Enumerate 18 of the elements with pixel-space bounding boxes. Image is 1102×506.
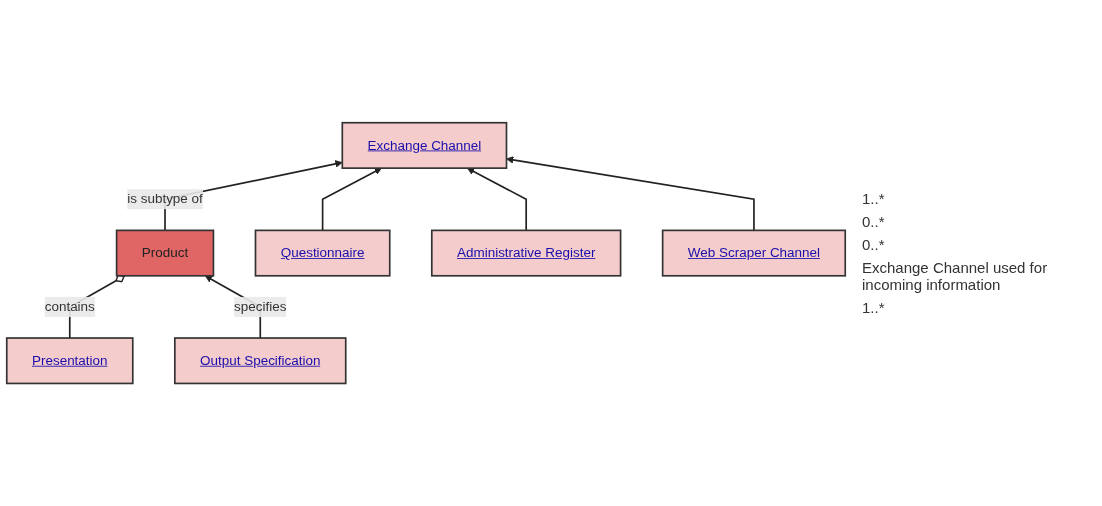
arrow <box>467 167 528 232</box>
node-box: Administrative Register <box>430 229 622 277</box>
node-box: Web Scraper Channel <box>661 229 847 277</box>
node-box: Presentation <box>5 337 134 385</box>
arrow <box>506 156 755 232</box>
edge-label: specifies <box>234 299 287 314</box>
multiplicity-label: 1..* <box>862 190 886 207</box>
node-box: Exchange Channel <box>341 121 508 169</box>
multiplicity-label: 0..* <box>862 213 886 230</box>
node-box: Output Specification <box>174 337 347 385</box>
node-box: Product <box>115 229 215 277</box>
multiplicity-label: 1..* <box>862 299 886 316</box>
edge-label: contains <box>44 299 95 314</box>
note-text: Exchange Channel used for incoming information <box>862 259 1049 293</box>
node-box: Questionnaire <box>254 229 391 277</box>
edge-label: is subtype of <box>127 191 203 206</box>
multiplicity-label: 0..* <box>862 236 886 253</box>
arrow <box>321 167 382 232</box>
